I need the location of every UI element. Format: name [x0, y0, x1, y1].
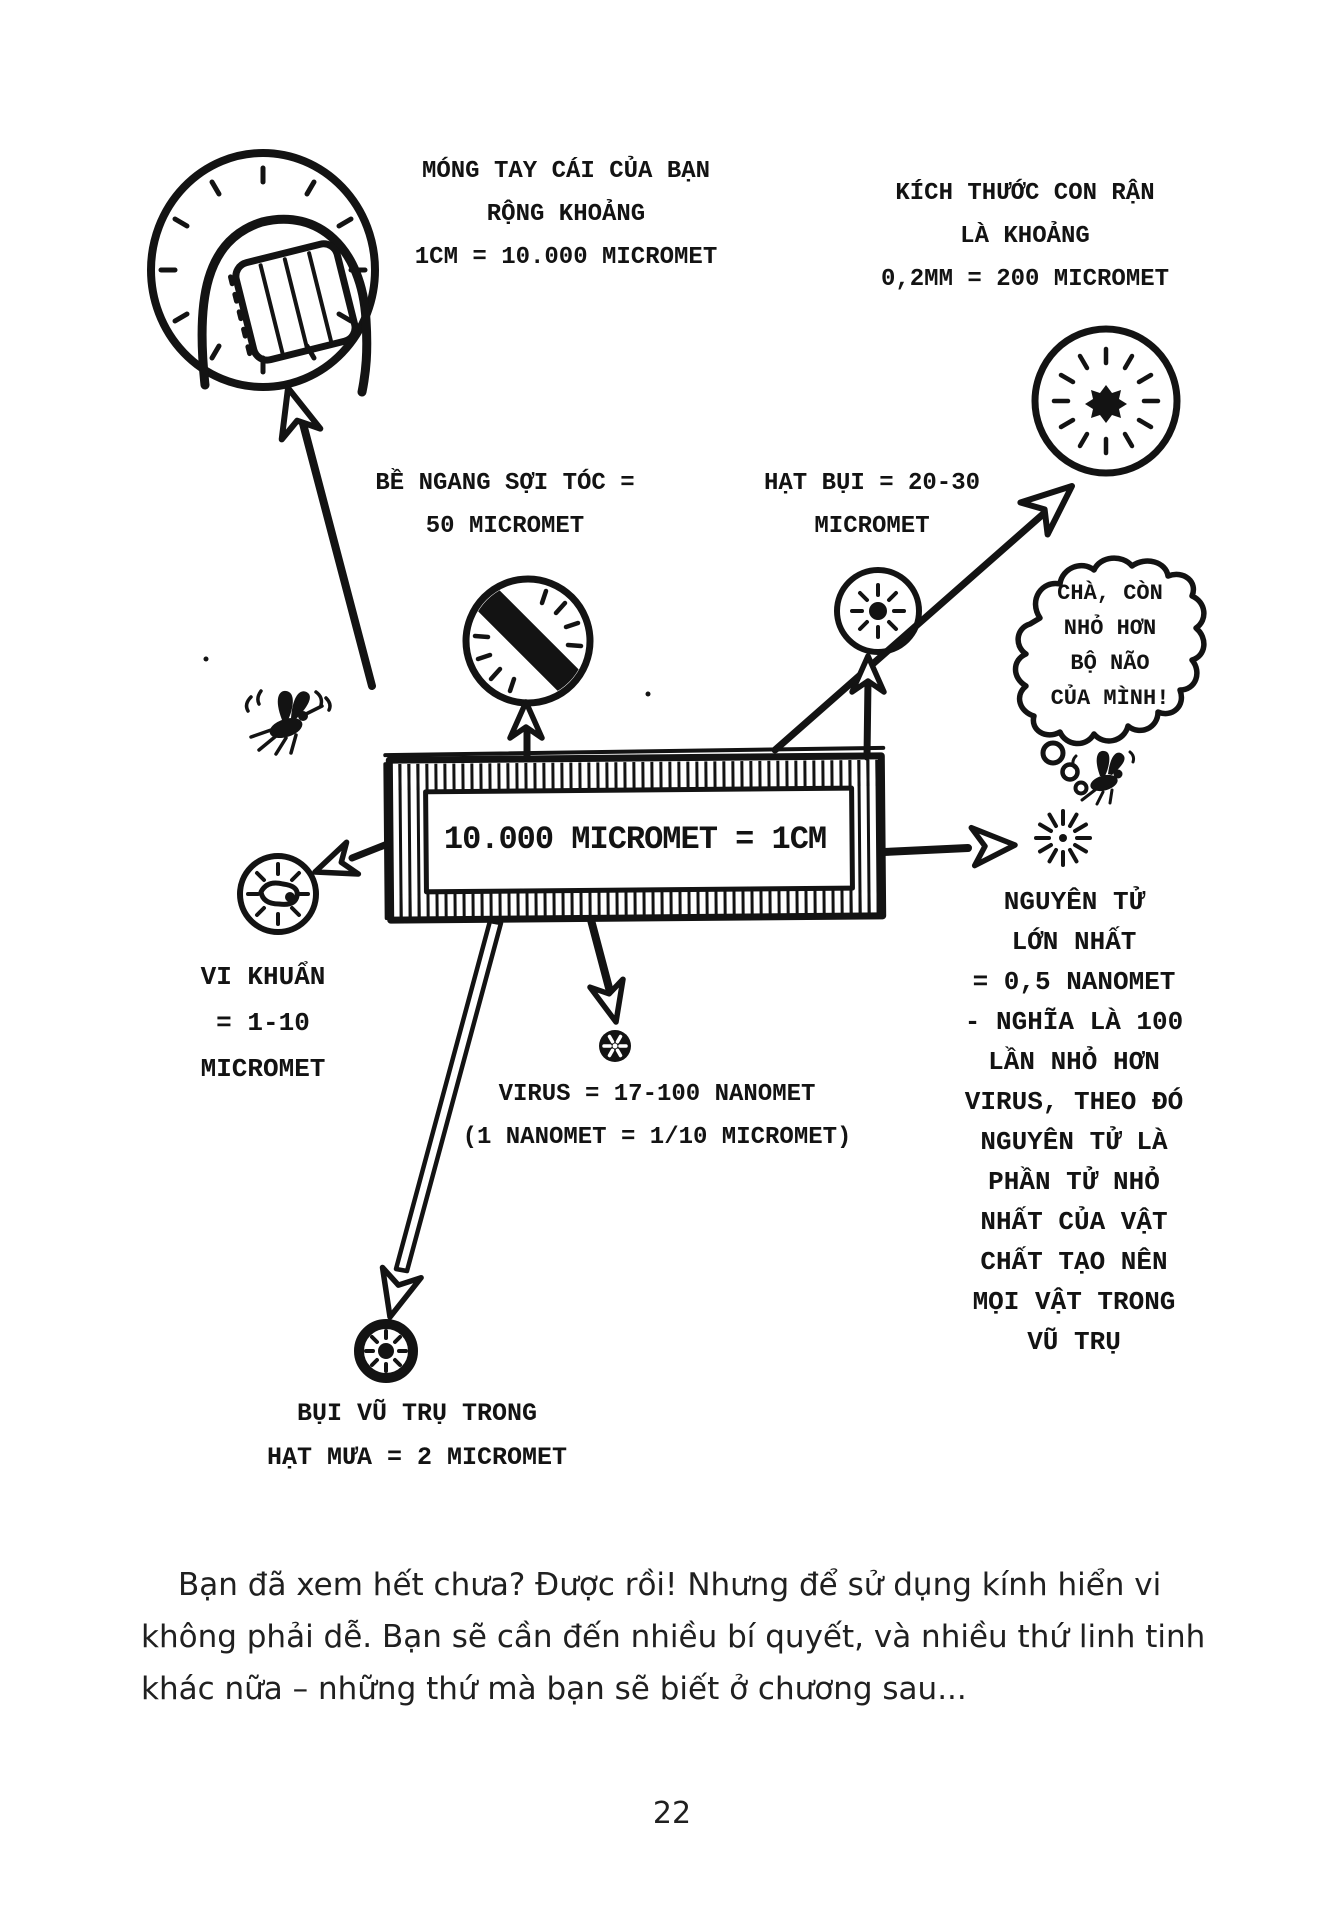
bacteria-label-line: = 1-10 [216, 1008, 310, 1038]
mite-illustration [1031, 325, 1181, 477]
thumbnail-label-line: 1CM = 10.000 MICROMET [414, 244, 718, 271]
cosmic-dust-label-line: HẠT MƯA = 2 MICROMET [266, 1443, 568, 1472]
cosmic-dust-illustration [354, 1319, 418, 1383]
bacteria-label-line: VI KHUẨN [200, 962, 326, 992]
arrow-to-thumbnail [278, 385, 376, 690]
atom-label-line: = 0,5 NANOMET [972, 967, 1176, 997]
body-paragraph-line: khác nữa – những thứ mà bạn sẽ biết ở ch… [141, 1671, 967, 1707]
mite-label-line: 0,2MM = 200 MICROMET [880, 266, 1170, 293]
virus-label-line: (1 NANOMET = 1/10 MICROMET) [462, 1124, 852, 1151]
mite-label-line: LÀ KHOẢNG [960, 223, 1090, 250]
arrow-to-atom [880, 824, 1018, 869]
virus-label-line: VIRUS = 17-100 NANOMET [498, 1081, 816, 1108]
banner-label: 10.000 MICROMET = 1CM [443, 821, 827, 858]
bacteria-illustration [237, 853, 319, 935]
mosquito-doodle [244, 689, 332, 756]
atom-sparkle-icon [1034, 809, 1092, 867]
atom-label-line: NHẤT CỦA VẬT [980, 1207, 1168, 1237]
virus-label: VIRUS = 17-100 NANOMET (1 NANOMET = 1/10… [463, 1073, 852, 1159]
atom-label-line: LẦN NHỎ HƠN [988, 1047, 1160, 1077]
bacteria-label: VI KHUẨN = 1-10 MICROMET [201, 954, 326, 1092]
atom-label: NGUYÊN TỬ LỚN NHẤT = 0,5 NANOMET - NGHĨA… [965, 882, 1183, 1362]
page-number: 22 [652, 1796, 692, 1831]
cosmic-dust-label: BỤI VŨ TRỤ TRONG HẠT MƯA = 2 MICROMET [267, 1392, 567, 1480]
arrow-to-bacteria [312, 839, 394, 877]
arrow-to-dust [849, 653, 887, 761]
arrow-to-virus [587, 916, 626, 1025]
thumbnail-illustration [147, 149, 379, 397]
atom-label-line: VIRUS, THEO ĐÓ [964, 1087, 1184, 1117]
thought-bubble-line: CHÀ, CÒN [1057, 581, 1163, 606]
atom-label-line: VŨ TRỤ [1027, 1327, 1121, 1357]
body-paragraph-line: Bạn đã xem hết chưa? Được rồi! Nhưng để … [178, 1567, 1162, 1603]
thought-bubble-line: NHỎ HƠN [1063, 616, 1157, 641]
dust-illustration [834, 567, 922, 655]
atom-label-line: NGUYÊN TỬ [1003, 887, 1145, 917]
hair-label-line: 50 MICROMET [425, 513, 585, 540]
arrow-to-mite [771, 483, 1075, 754]
ink-specks [203, 656, 651, 697]
atom-label-line: NGUYÊN TỬ LÀ [980, 1127, 1168, 1157]
hair-label-line: BỀ NGANG SỢI TÓC = [375, 470, 635, 497]
dust-label: HẠT BỤI = 20-30 MICROMET [764, 462, 980, 548]
mite-label-line: KÍCH THƯỚC CON RẬN [895, 180, 1155, 207]
hair-label: BỀ NGANG SỢI TÓC = 50 MICROMET [375, 462, 634, 548]
thumbnail-label-line: RỘNG KHOẢNG [486, 201, 646, 228]
thought-bubble-line: CỦA MÌNH! [1050, 686, 1170, 711]
dust-label-line: MICROMET [814, 513, 930, 540]
body-paragraph-line: không phải dễ. Bạn sẽ cần đến nhiều bí q… [141, 1619, 1206, 1655]
thought-bubble-text: CHÀ, CÒN NHỎ HƠN BỘ NÃO CỦA MÌNH! [1051, 576, 1170, 716]
cosmic-dust-label-line: BỤI VŨ TRỤ TRONG [296, 1399, 538, 1428]
virus-illustration [599, 1030, 631, 1062]
thumbnail-label: MÓNG TAY CÁI CỦA BẠN RỘNG KHOẢNG 1CM = 1… [415, 150, 717, 279]
arrow-to-hair [507, 699, 545, 761]
thumbnail-label-line: MÓNG TAY CÁI CỦA BẠN [421, 158, 711, 185]
atom-label-line: MỌI VẬT TRONG [972, 1287, 1176, 1317]
thought-bubble [1012, 555, 1207, 796]
atom-label-line: PHẦN TỬ NHỎ [988, 1167, 1160, 1197]
bacteria-label-line: MICROMET [200, 1054, 326, 1084]
atom-label-line: LỚN NHẤT [1011, 927, 1137, 957]
thought-bubble-line: BỘ NÃO [1070, 651, 1150, 676]
atom-label-line: - NGHĨA LÀ 100 [964, 1007, 1184, 1037]
banner-ruler [383, 745, 887, 924]
dust-label-line: HẠT BỤI = 20-30 [763, 470, 981, 497]
mite-label: KÍCH THƯỚC CON RẬN LÀ KHOẢNG 0,2MM = 200… [881, 172, 1169, 301]
atom-label-line: CHẤT TẠO NÊN [980, 1247, 1168, 1277]
fly-doodle [1071, 750, 1136, 806]
hair-illustration [462, 575, 594, 707]
